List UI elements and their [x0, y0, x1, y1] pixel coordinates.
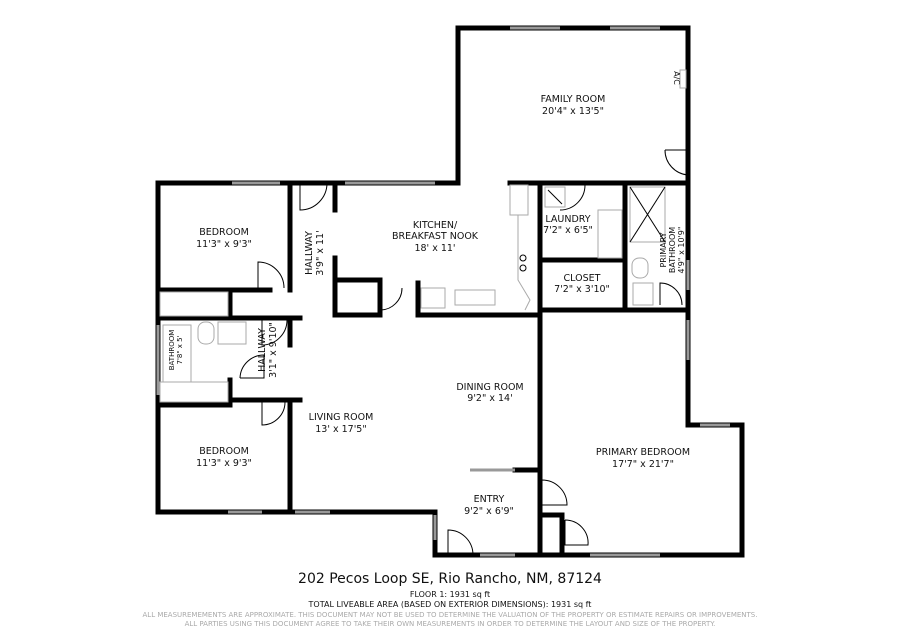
room-name: BEDROOM: [199, 227, 249, 238]
room-name: BATHROOM: [168, 330, 176, 371]
room-name-2: BREAKFAST NOOK: [392, 231, 479, 242]
room-name: DINING ROOM: [456, 382, 523, 393]
room-name: LAUNDRY: [545, 214, 590, 225]
svg-text:BATHROOM7'8" x 5': BATHROOM7'8" x 5': [168, 330, 184, 371]
room-dims: 7'2" x 6'5": [543, 225, 593, 236]
room-name: BEDROOM: [199, 446, 249, 457]
room-name: PRIMARY: [659, 232, 668, 267]
room-dims: 9'2" x 14': [467, 393, 512, 404]
windows: [156, 26, 730, 557]
room-dims: 11'3" x 9'3": [196, 239, 252, 250]
ac-label: A/C: [672, 71, 681, 85]
room-dims: 13' x 17'5": [315, 424, 366, 435]
svg-text:HALLWAY3'1" x 9'10": HALLWAY3'1" x 9'10": [257, 322, 279, 378]
floor-area: FLOOR 1: 1931 sq ft: [409, 590, 491, 599]
disclaimer-line-2: ALL PARTIES USING THIS DOCUMENT AGREE TO…: [184, 620, 716, 628]
svg-text:HALLWAY3'9" x 11': HALLWAY3'9" x 11': [304, 230, 326, 275]
doors: [239, 149, 689, 556]
room-name: HALLWAY: [257, 328, 268, 372]
interior-walls: [155, 180, 691, 558]
room-dims: 17'7" x 21'7": [612, 459, 674, 470]
room-name: LIVING ROOM: [309, 412, 374, 423]
room-name: FAMILY ROOM: [541, 94, 606, 105]
property-address: 202 Pecos Loop SE, Rio Rancho, NM, 87124: [298, 571, 602, 587]
svg-text:PRIMARYBATHROOM4'9" x 10'9": PRIMARYBATHROOM4'9" x 10'9": [659, 226, 686, 273]
total-liveable-area: TOTAL LIVEABLE AREA (BASED ON EXTERIOR D…: [308, 600, 592, 609]
room-dims: 20'4" x 13'5": [542, 106, 604, 117]
room-dims: 3'9" x 11': [315, 230, 326, 275]
room-dims: 11'3" x 9'3": [196, 458, 252, 469]
room-name: CLOSET: [564, 273, 601, 284]
room-name: ENTRY: [474, 494, 505, 505]
room-name-2: BATHROOM: [668, 227, 677, 273]
room-name: KITCHEN/: [413, 220, 458, 231]
room-dims: 3'1" x 9'10": [268, 322, 279, 378]
disclaimer-line-1: ALL MEASUREMEMENTS ARE APPROXIMATE. THIS…: [142, 611, 758, 619]
fixtures: [159, 69, 687, 403]
room-dims: 4'9" x 10'9": [677, 226, 686, 273]
room-dims: 7'2" x 3'10": [554, 284, 610, 295]
room-dims: 9'2" x 6'9": [464, 506, 514, 517]
room-dims: 7'8" x 5': [176, 335, 184, 364]
room-name: PRIMARY BEDROOM: [596, 447, 690, 458]
room-dims: 18' x 11': [414, 243, 455, 254]
room-name: HALLWAY: [304, 231, 315, 275]
